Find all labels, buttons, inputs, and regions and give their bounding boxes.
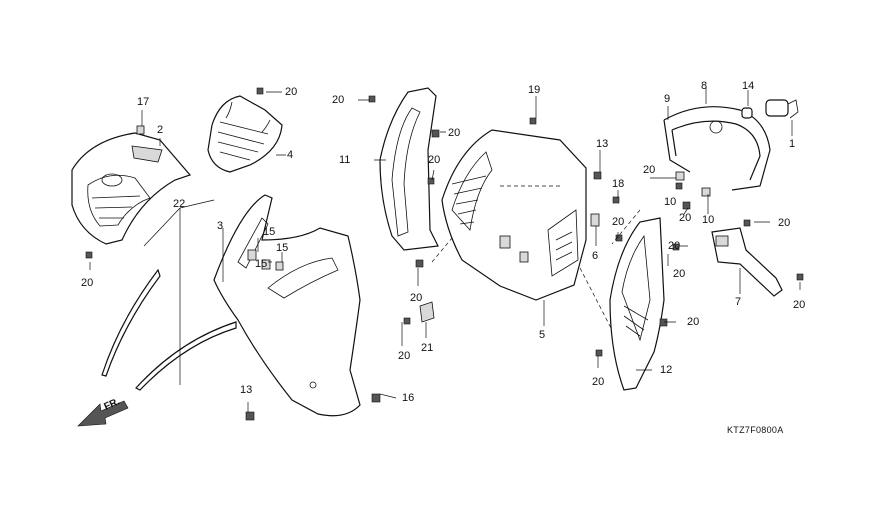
hook-part	[711, 227, 783, 297]
callout-20: 20	[448, 127, 461, 139]
callout-20: 20	[285, 86, 298, 98]
callout-20: 20	[778, 217, 791, 229]
callout-20: 20	[668, 240, 681, 252]
callout-20: 20	[592, 376, 605, 388]
callout-21: 21	[421, 342, 434, 354]
callout-14: 14	[742, 80, 755, 92]
callout-11: 11	[339, 154, 351, 166]
callout-13: 13	[240, 384, 253, 396]
callout-20: 20	[679, 212, 692, 224]
callout-19: 19	[528, 84, 541, 96]
callout-6: 6	[592, 250, 599, 262]
callout-15: 15	[255, 258, 268, 270]
right-inner-panel-part	[609, 217, 665, 391]
callout-17: 17	[137, 96, 150, 108]
callout-20: 20	[643, 164, 656, 176]
diagram-code: KTZ7F0800A	[727, 425, 784, 435]
callout-20: 20	[81, 277, 94, 289]
key-cylinder-part	[741, 99, 799, 119]
trim-stripes-part	[101, 199, 237, 391]
callout-18: 18	[612, 178, 625, 190]
callout-1: 1	[789, 138, 796, 150]
callout-10: 10	[664, 196, 677, 208]
callout-20: 20	[673, 268, 686, 280]
leg-shield-part	[213, 194, 361, 417]
front-cover-part	[71, 125, 192, 245]
front-direction-arrow	[77, 400, 129, 427]
callout-5: 5	[539, 329, 546, 341]
callout-20: 20	[428, 154, 441, 166]
leader-lines	[89, 88, 801, 412]
callout-20: 20	[687, 316, 700, 328]
callout-20: 20	[398, 350, 411, 362]
callout-8: 8	[701, 80, 708, 92]
frame-bracket-part	[663, 106, 771, 197]
callout-3: 3	[217, 220, 224, 232]
callout-20: 20	[612, 216, 625, 228]
callout-20: 20	[410, 292, 423, 304]
grille-cover-part	[207, 95, 283, 173]
callout-9: 9	[664, 93, 671, 105]
callout-2: 2	[157, 124, 164, 136]
callout-7: 7	[735, 296, 742, 308]
callout-15: 15	[263, 226, 276, 238]
callout-15: 15	[276, 242, 289, 254]
callout-16: 16	[402, 392, 415, 404]
fasteners	[85, 87, 804, 421]
callout-4: 4	[287, 149, 294, 161]
inner-box-part	[441, 129, 587, 301]
callout-13: 13	[596, 138, 609, 150]
callout-22: 22	[173, 198, 186, 210]
callout-20: 20	[793, 299, 806, 311]
callout-12: 12	[660, 364, 673, 376]
callout-10: 10	[702, 214, 715, 226]
callout-20: 20	[332, 94, 345, 106]
left-inner-panel-part	[379, 87, 439, 251]
